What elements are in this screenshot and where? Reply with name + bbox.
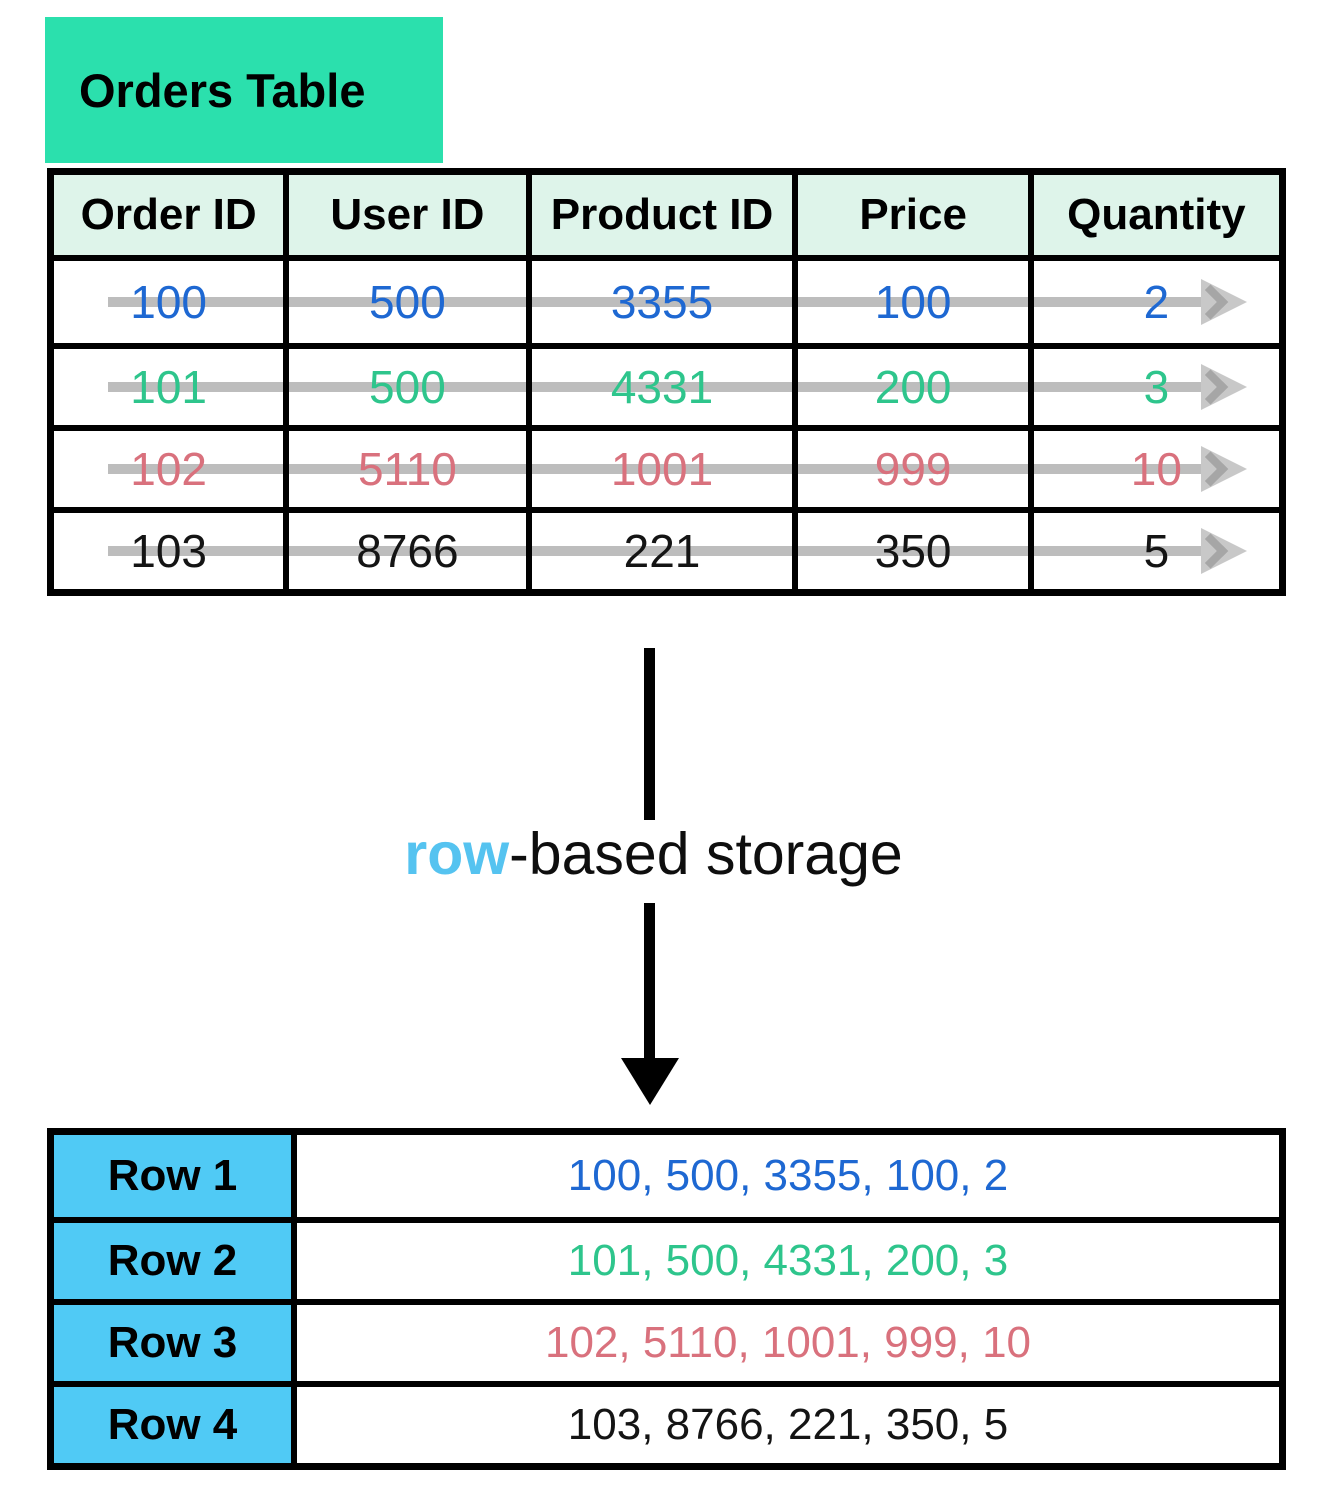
transform-arrow-head-icon — [621, 1058, 679, 1105]
table-row: 102 5110 1001 999 10 — [54, 425, 1279, 507]
cell-user-id: 500 — [289, 261, 532, 343]
table-row: 100 500 3355 100 2 — [54, 261, 1279, 343]
transform-arrow-line-bottom — [644, 903, 655, 1061]
orders-table-title-tag: Orders Table — [45, 17, 443, 163]
cell-price: 100 — [798, 261, 1034, 343]
transform-label-highlight: row — [404, 821, 510, 887]
storage-row-values: 101, 500, 4331, 200, 3 — [567, 1236, 1009, 1285]
cell-order-id: 103 — [54, 513, 290, 589]
orders-table-header-row: Order ID User ID Product ID Price Quanti… — [54, 175, 1279, 261]
storage-row-values: 100, 500, 3355, 100, 2 — [567, 1151, 1009, 1200]
row-storage-table: Row 1 100, 500, 3355, 100, 2 Row 2 101, … — [47, 1128, 1286, 1470]
storage-row-values: 102, 5110, 1001, 999, 10 — [544, 1318, 1032, 1367]
cell-product-id: 1001 — [532, 431, 799, 507]
cell-product-id: 221 — [532, 513, 799, 589]
transform-label-rest: -based storage — [509, 821, 903, 887]
cell-price: 200 — [798, 349, 1034, 425]
storage-row-label: Row 4 — [54, 1387, 297, 1463]
cell-quantity: 5 — [1143, 525, 1170, 577]
storage-row-values: 103, 8766, 221, 350, 5 — [567, 1400, 1009, 1449]
cell-order-id: 100 — [54, 261, 290, 343]
cell-user-id: 500 — [289, 349, 532, 425]
row-scan-arrow — [108, 446, 1247, 492]
row-scan-arrow — [108, 364, 1247, 410]
cell-quantity: 10 — [1130, 443, 1182, 495]
storage-row-label: Row 3 — [54, 1305, 297, 1381]
cell-order-id: 101 — [54, 349, 290, 425]
cell-order-id: 102 — [54, 431, 290, 507]
cell-price: 350 — [798, 513, 1034, 589]
storage-row: Row 1 100, 500, 3355, 100, 2 — [54, 1135, 1279, 1217]
cell-product-id: 3355 — [532, 261, 799, 343]
column-header-product-id: Product ID — [531, 175, 799, 255]
row-scan-arrow — [108, 528, 1247, 574]
cell-product-id: 4331 — [532, 349, 799, 425]
storage-row: Row 3 102, 5110, 1001, 999, 10 — [54, 1299, 1279, 1381]
transform-arrow-line-top — [644, 648, 655, 820]
column-header-quantity: Quantity — [1033, 175, 1279, 255]
column-header-user-id: User ID — [289, 175, 532, 255]
storage-row-label: Row 1 — [54, 1135, 297, 1217]
storage-row: Row 2 101, 500, 4331, 200, 3 — [54, 1217, 1279, 1299]
table-row: 103 8766 221 350 5 — [54, 507, 1279, 589]
cell-user-id: 8766 — [289, 513, 532, 589]
cell-price: 999 — [798, 431, 1034, 507]
cell-quantity: 2 — [1143, 276, 1170, 328]
column-header-order-id: Order ID — [54, 175, 290, 255]
cell-user-id: 5110 — [289, 431, 532, 507]
transform-label: row-based storage — [0, 820, 1307, 888]
storage-row-label: Row 2 — [54, 1223, 297, 1299]
cell-quantity: 3 — [1143, 361, 1170, 413]
table-row: 101 500 4331 200 3 — [54, 343, 1279, 425]
orders-table-title: Orders Table — [79, 63, 366, 117]
storage-row: Row 4 103, 8766, 221, 350, 5 — [54, 1381, 1279, 1463]
orders-table: Order ID User ID Product ID Price Quanti… — [47, 168, 1286, 596]
row-scan-arrow — [108, 279, 1247, 325]
column-header-price: Price — [798, 175, 1034, 255]
